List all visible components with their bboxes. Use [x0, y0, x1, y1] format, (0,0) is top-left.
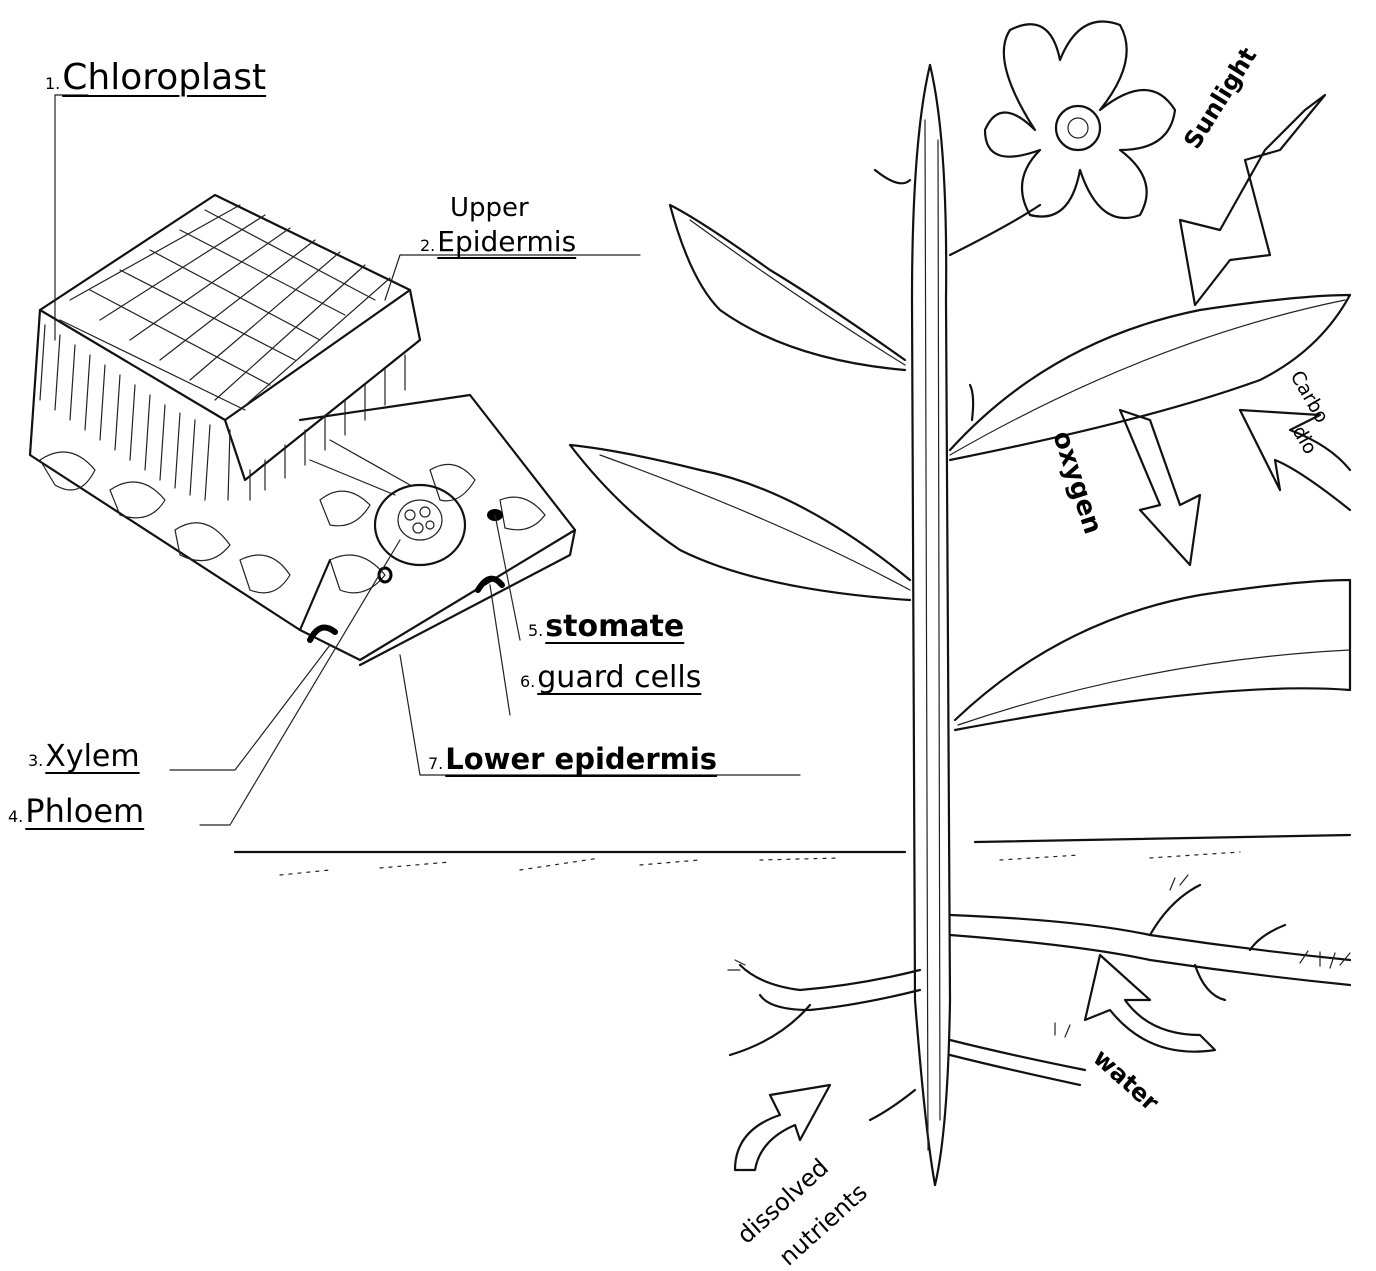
label-text: Epidermis — [437, 225, 576, 258]
label-number: 5. — [528, 621, 543, 640]
label-text: stomate — [545, 609, 684, 644]
plant — [570, 22, 1350, 1185]
label-number: 4. — [8, 807, 23, 826]
label-lower-epidermis: 7.Lower epidermis — [428, 745, 717, 774]
label-text: Xylem — [45, 739, 139, 774]
label-number: 2. — [420, 236, 435, 255]
flower — [950, 22, 1175, 255]
ground-line — [235, 835, 1350, 875]
label-number: 1. — [45, 74, 60, 93]
leaf-cross-section — [30, 95, 800, 825]
label-number: 6. — [520, 672, 535, 691]
label-upper-epidermis-line1: Upper — [450, 195, 529, 221]
label-number: 3. — [28, 751, 43, 770]
label-upper-epidermis: 2.Epidermis — [420, 228, 576, 256]
label-text: Phloem — [25, 792, 144, 830]
label-text: Chloroplast — [62, 57, 266, 98]
label-guard-cells: 6.guard cells — [520, 663, 701, 693]
label-chloroplast: 1.Chloroplast — [45, 60, 266, 96]
label-stomate: 5.stomate — [528, 612, 684, 642]
label-text: guard cells — [537, 660, 701, 695]
label-text: Lower epidermis — [445, 742, 717, 776]
label-phloem: 4.Phloem — [8, 795, 144, 827]
carbon-dioxide-arrow — [1240, 410, 1350, 510]
label-xylem: 3.Xylem — [28, 742, 140, 772]
label-number: 7. — [428, 754, 443, 773]
oxygen-arrow — [1120, 410, 1200, 565]
label-text: Upper — [450, 193, 529, 223]
roots — [728, 875, 1350, 1120]
